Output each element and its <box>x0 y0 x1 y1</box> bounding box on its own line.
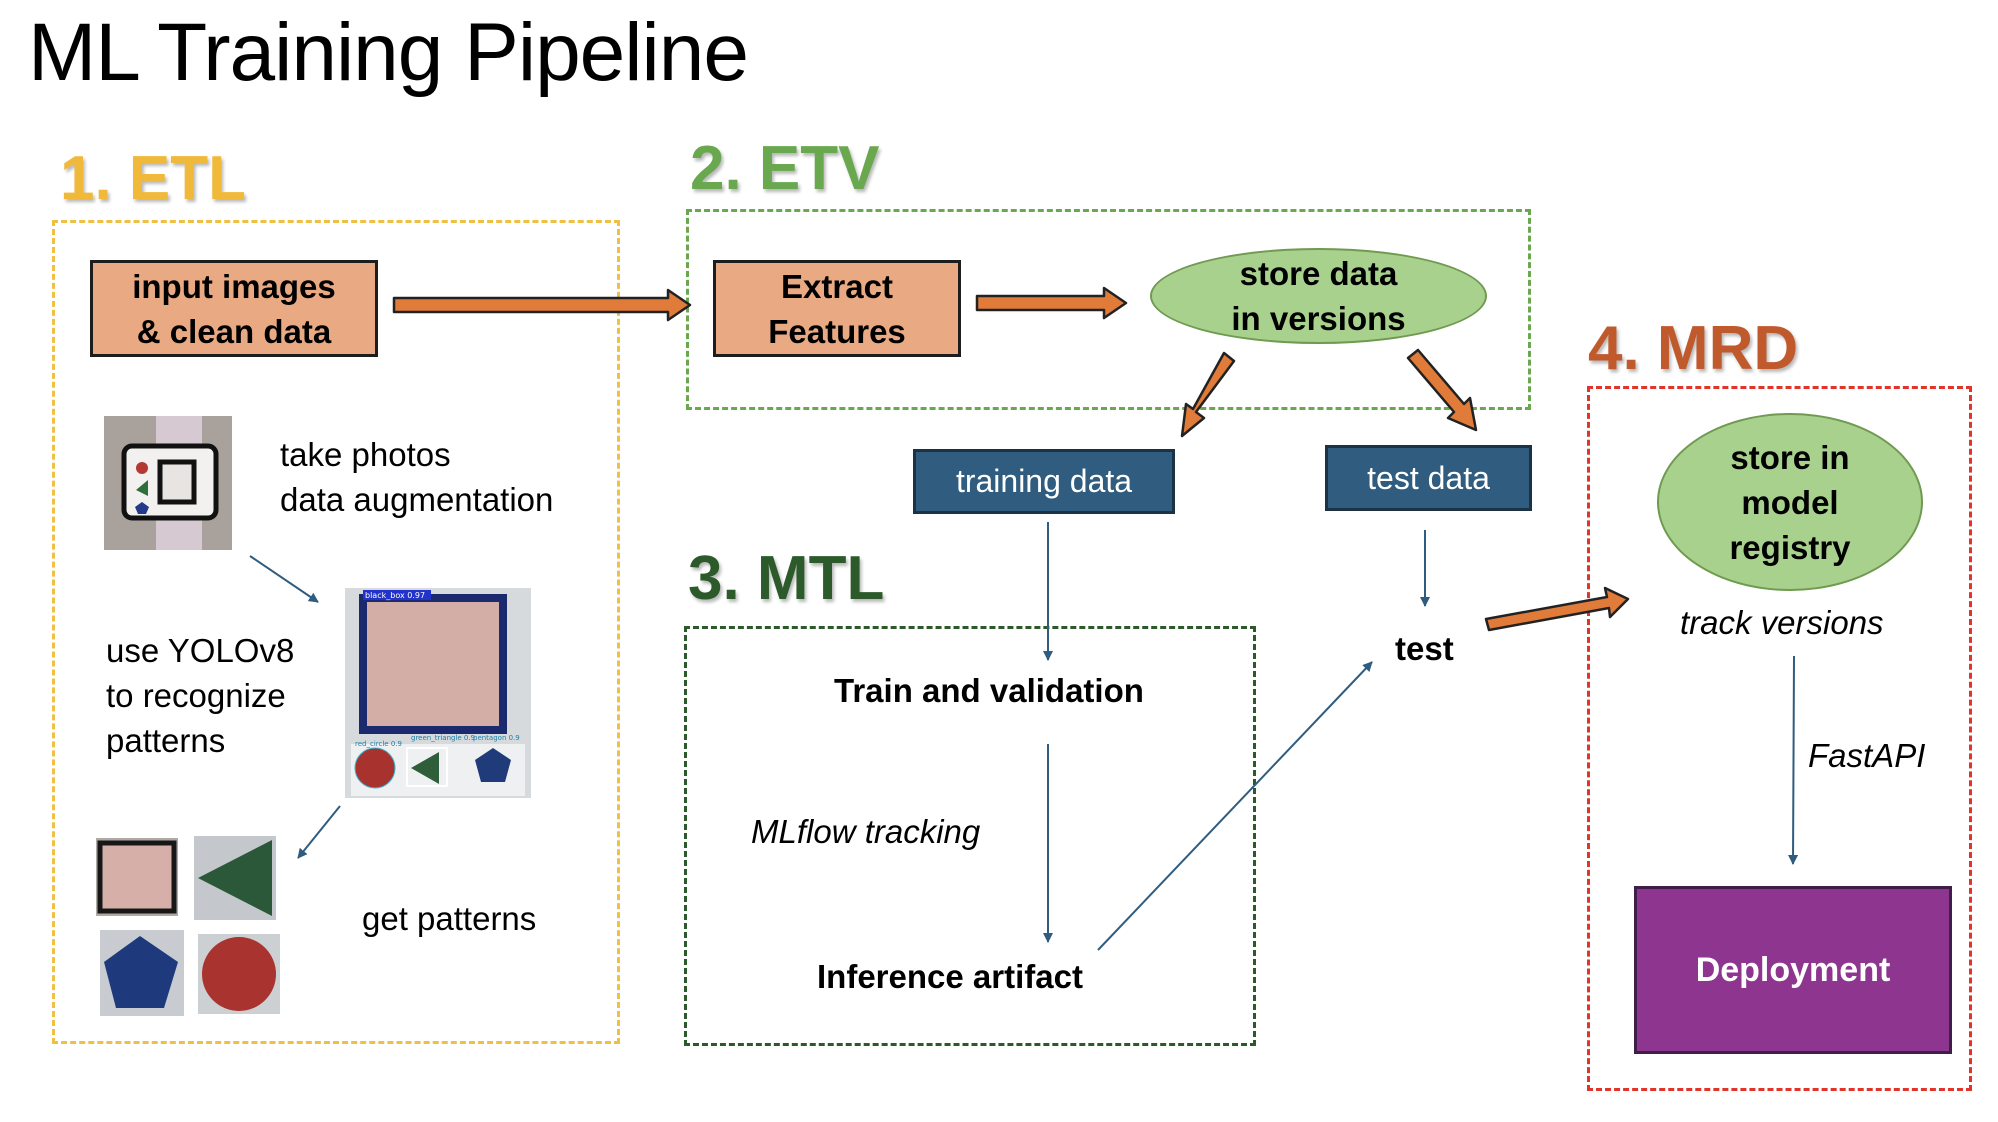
inference-artifact-text: Inference artifact <box>817 958 1083 995</box>
training-data-box: training data <box>913 449 1175 514</box>
detection-label-circle: red_circle 0.9 <box>355 740 402 748</box>
pattern-triangle-graphic <box>194 836 276 920</box>
get-patterns-text: get patterns <box>362 900 537 937</box>
yolo-step-text: use YOLOv8 to recognize patterns <box>106 632 295 759</box>
arrow-registry-to-deployment <box>1788 655 1799 865</box>
section-mtl-heading: 3. MTL <box>688 544 885 613</box>
mtl-container <box>684 626 1256 1046</box>
test-step-text: test <box>1395 630 1454 667</box>
deployment-box: Deployment <box>1634 886 1952 1054</box>
etv-container <box>686 209 1531 410</box>
arrow-inference-to-test <box>1097 661 1373 951</box>
track-versions-text: track versions <box>1680 604 1884 641</box>
arrow-photo-to-yolo <box>249 555 319 603</box>
section-etl-heading: 1. ETL <box>60 144 247 213</box>
model-registry-ellipse: store in model registry <box>1657 413 1923 591</box>
take-photos-text: take photos data augmentation <box>280 436 554 518</box>
pattern-square-image <box>96 838 178 916</box>
test-data-box: test data <box>1325 445 1532 511</box>
pattern-circle-graphic <box>198 934 280 1014</box>
arrow-test-to-registry <box>1484 586 1630 632</box>
detection-label-triangle: green_triangle 0.9 <box>411 734 475 742</box>
mrd-container <box>1587 386 1972 1091</box>
input-images-box: input images & clean data <box>90 260 378 357</box>
pattern-pentagon-image <box>100 930 184 1016</box>
pattern-triangle-image <box>194 836 276 920</box>
arrow-input-to-extract <box>392 288 692 322</box>
fastapi-text: FastAPI <box>1808 737 1926 774</box>
pattern-square-graphic <box>96 838 178 916</box>
arrow-extract-to-store <box>975 286 1128 320</box>
mlflow-tracking-text: MLflow tracking <box>751 813 981 850</box>
yolo-detection-graphic: black_box 0.97 red_circle 0.9 green_tria… <box>345 588 531 798</box>
arrow-store-to-test <box>1406 348 1478 432</box>
arrow-yolo-to-patterns <box>297 805 341 859</box>
extract-features-box: Extract Features <box>713 260 961 357</box>
detection-label-box: black_box 0.97 <box>365 591 425 600</box>
arrow-store-to-training <box>1180 351 1236 438</box>
detection-label-pentagon: pentagon 0.9 <box>473 734 520 742</box>
yolo-detection-image: black_box 0.97 red_circle 0.9 green_tria… <box>345 588 531 798</box>
page-title: ML Training Pipeline <box>28 7 749 98</box>
etl-container <box>52 220 620 1044</box>
pattern-pentagon-graphic <box>100 930 184 1016</box>
train-validation-text: Train and validation <box>834 672 1144 709</box>
store-data-versions-ellipse: store data in versions <box>1150 248 1487 344</box>
section-etv-heading: 2. ETV <box>690 134 880 203</box>
input-photo-image <box>104 416 232 550</box>
pattern-circle-image <box>198 934 280 1014</box>
input-photo-graphic <box>104 416 232 550</box>
section-mrd-heading: 4. MRD <box>1588 314 1799 383</box>
